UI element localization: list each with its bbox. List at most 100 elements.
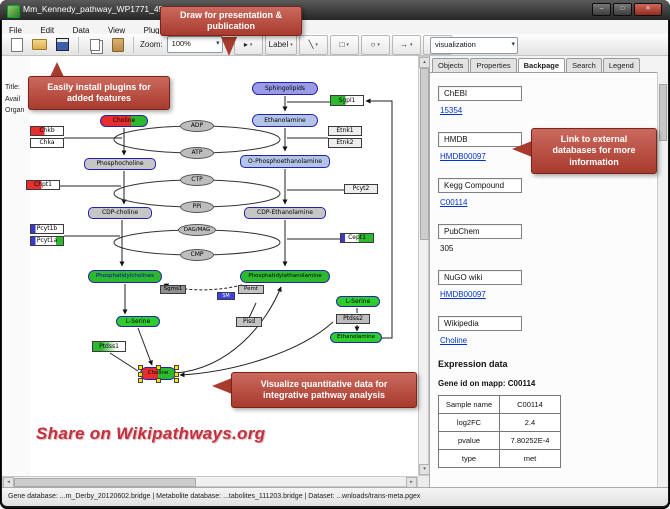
ptdss2-node[interactable]: Ptdss2 (336, 314, 370, 324)
selection-handle[interactable] (174, 365, 179, 370)
adp-node[interactable]: ADP (180, 120, 214, 132)
l-serine-node[interactable]: L-Serine (336, 296, 380, 307)
selection-handle[interactable] (138, 378, 143, 383)
menu-file[interactable]: File (9, 26, 22, 35)
nugo-link[interactable]: HMDB00097 (440, 290, 486, 299)
close-button[interactable]: ✕ (634, 3, 662, 16)
zoom-value: 100% (171, 39, 191, 48)
sgpl1-node[interactable]: Sgpl1 (330, 95, 364, 106)
phosphatidylethanolamine-node[interactable]: Phosphatidylethanolamine (240, 270, 330, 283)
cept1-node[interactable]: Cept1 (340, 233, 374, 243)
selection-handle[interactable] (138, 365, 143, 370)
toolbar-separator (78, 36, 79, 53)
etnk1-node[interactable]: Etnk1 (328, 126, 362, 136)
ethanolamine-node[interactable]: Ethanolamine (252, 114, 318, 127)
phosphatidylcholines-node[interactable]: Phosphatidylcholines (88, 270, 162, 283)
selection-handle[interactable] (174, 371, 179, 377)
chebi-link[interactable]: 15354 (440, 106, 463, 115)
panel-scroll-thumb[interactable] (659, 84, 667, 141)
menu-edit[interactable]: Edit (40, 26, 55, 35)
etnk2-node[interactable]: Etnk2 (328, 138, 362, 148)
kegg-link[interactable]: C00114 (440, 198, 468, 207)
ethanolamine-node[interactable]: Ethanolamine (330, 332, 382, 343)
pcyt2-node[interactable]: Pcyt2 (344, 184, 378, 194)
ppi-node[interactable]: PPi (180, 201, 214, 213)
pisd-node[interactable]: Pisd (236, 317, 262, 327)
new-file-button[interactable] (6, 35, 27, 55)
callout-arrow-left (512, 141, 532, 157)
save-icon (56, 38, 69, 51)
wikipedia-section: Wikipedia Choline (438, 313, 650, 345)
chebi-header: ChEBI (438, 86, 522, 101)
pcyt1b-node[interactable]: Pcyt1b (30, 224, 64, 234)
selection-handle[interactable] (174, 378, 179, 383)
expression-table: Sample name C00114 log2FC 2.4 pvalue 7.8… (438, 395, 561, 468)
tab-properties[interactable]: Properties (470, 58, 517, 72)
toolbar: Zoom: 100% ▸ Label ╲ □ ○ → ◇ visualizati… (2, 34, 668, 56)
hmdb-section: HMDB HMDB00097 (438, 129, 650, 161)
choline-node[interactable]: Choline (100, 115, 148, 127)
chkb-node[interactable]: Chkb (30, 126, 64, 136)
chebi-section: ChEBI 15354 (438, 83, 650, 115)
arrow-tool-button[interactable]: → (391, 34, 421, 55)
rectangle-tool-button[interactable]: □ (329, 34, 359, 55)
expression-data-title: Expression data (438, 359, 508, 369)
table-cell: type (438, 449, 500, 468)
sm-node[interactable]: SM (217, 292, 235, 300)
nugo-section: NuGO wiki HMDB00097 (438, 267, 650, 299)
chka-node[interactable]: Chka (30, 138, 64, 148)
callout-arrow-down (221, 37, 237, 56)
tab-backpage[interactable]: Backpage (517, 58, 566, 72)
menu-data[interactable]: Data (72, 26, 90, 35)
selection-handle[interactable] (138, 371, 143, 377)
selection-handle[interactable] (156, 378, 161, 383)
copy-button[interactable] (84, 35, 105, 55)
l-serine-left-node[interactable]: L-Serine (116, 316, 160, 327)
callout-arrow-up (50, 62, 64, 77)
menu-plugins[interactable]: Plugins (143, 26, 170, 35)
paste-icon (111, 37, 124, 52)
ptdss1-node[interactable]: Ptdss1 (92, 341, 126, 352)
line-tool-button[interactable]: ╲ (298, 34, 328, 55)
tab-search[interactable]: Search (566, 58, 602, 72)
hmdb-link[interactable]: HMDB00097 (440, 152, 486, 161)
choline-selected-node[interactable]: Choline (138, 365, 179, 383)
pubchem-header: PubChem (438, 224, 522, 239)
chpt1-node[interactable]: Chpt1 (26, 180, 60, 190)
cdp-choline-node[interactable]: CDP-choline (88, 207, 152, 219)
save-button[interactable] (52, 35, 73, 55)
side-panel-tabs: Objects Properties Backpage Search Legen… (430, 56, 667, 72)
cmp-node[interactable]: CMP (180, 249, 214, 261)
dag-mag-node[interactable]: DAG/MAG (178, 224, 216, 236)
kegg-section: Kegg Compound C00114 (438, 175, 650, 207)
wikipedia-link[interactable]: Choline (440, 336, 468, 345)
phosphocholine-node[interactable]: Phosphocholine (84, 158, 156, 170)
tab-legend[interactable]: Legend (602, 58, 640, 72)
sgms1-node[interactable]: Sgms1 (160, 285, 186, 294)
paste-button[interactable] (107, 35, 128, 55)
tab-objects[interactable]: Objects (432, 58, 470, 72)
ctp-node[interactable]: CTP (180, 174, 214, 186)
sphingolipids-node[interactable]: Sphingolipids (252, 82, 318, 95)
pemt-node[interactable]: Pemt (238, 285, 264, 294)
ellipse-tool-button[interactable]: ○ (360, 34, 390, 55)
menu-view[interactable]: View (107, 26, 126, 35)
open-button[interactable] (29, 35, 50, 55)
status-bar: Gene database: ...m_Derby_20120602.bridg… (2, 487, 668, 506)
o-phosphoethanolamine-node[interactable]: O-Phosphoethanolamine (240, 155, 330, 168)
panel-scrollbar[interactable] (657, 72, 667, 487)
zoom-select[interactable]: 100% (166, 36, 223, 53)
maximize-button[interactable]: □ (613, 3, 632, 16)
minimize-button[interactable]: – (592, 3, 611, 16)
selection-handle[interactable] (156, 365, 161, 370)
table-cell: C00114 (499, 395, 561, 414)
vertical-scroll-thumb[interactable] (420, 68, 429, 240)
pcyt1a-node[interactable]: Pcyt1a (30, 236, 64, 246)
cdp-ethanolamine-node[interactable]: CDP-Ethanolamine (244, 207, 326, 219)
atp-node[interactable]: ATP (180, 147, 214, 159)
visualization-select[interactable]: visualization (430, 37, 518, 54)
zoom-label: Zoom: (140, 40, 163, 49)
horizontal-scroll-thumb[interactable] (14, 478, 196, 487)
hmdb-header: HMDB (438, 132, 522, 147)
